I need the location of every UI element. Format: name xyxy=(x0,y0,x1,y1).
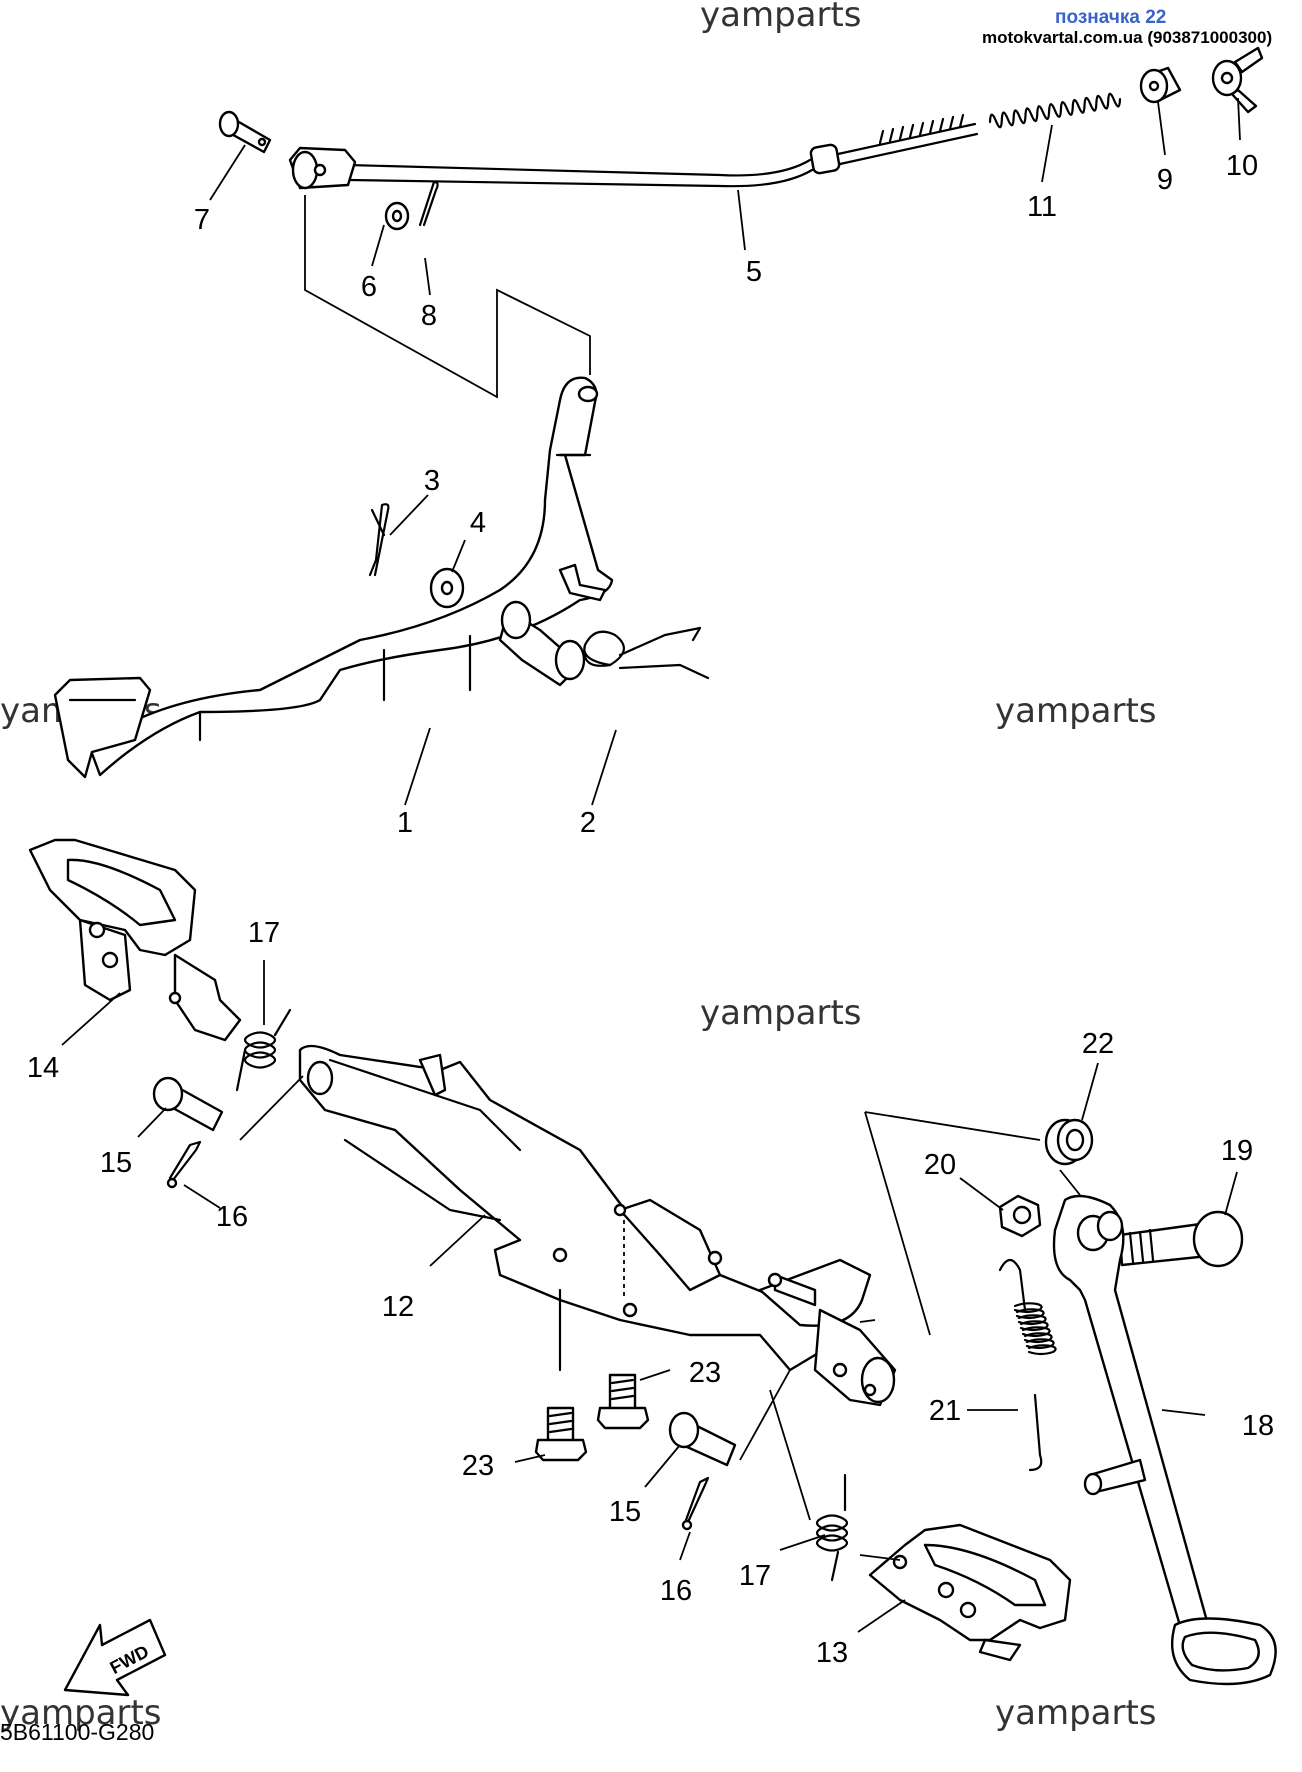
watermark: yamparts xyxy=(0,1693,162,1733)
footrest-bracket xyxy=(298,1044,872,1372)
pivot-collar xyxy=(498,600,586,687)
footpeg-left xyxy=(28,838,242,1042)
callout-number: 6 xyxy=(361,271,377,303)
washer xyxy=(384,201,410,231)
bolt-axis-lines xyxy=(558,1212,625,1372)
callout-number: 11 xyxy=(1027,191,1057,223)
callout-number: 5 xyxy=(746,256,762,288)
callout-number: 22 xyxy=(1082,1028,1114,1060)
peg-pin-right xyxy=(668,1411,737,1467)
callout-number: 15 xyxy=(100,1147,132,1179)
callout-number: 8 xyxy=(421,300,437,332)
diagram-code: 5B61100-G280 xyxy=(0,1719,154,1745)
callout-number: 23 xyxy=(689,1357,721,1389)
callout-number: 20 xyxy=(924,1149,956,1181)
cotter-pin-right xyxy=(681,1476,710,1531)
fwd-arrow-icon: FWD xyxy=(63,1618,167,1697)
hex-nut xyxy=(998,1194,1042,1238)
callout-number: 19 xyxy=(1221,1135,1253,1167)
callout-number: 17 xyxy=(739,1560,771,1592)
flange-bolt xyxy=(596,1373,650,1430)
peg-pin-left xyxy=(152,1076,224,1132)
callout-number: 12 xyxy=(382,1291,414,1323)
cotter-pin xyxy=(368,503,390,577)
callout-number: 10 xyxy=(1226,150,1258,182)
wing-nut xyxy=(1211,46,1264,114)
peg-spring-left xyxy=(235,1008,292,1092)
pedal-stop-tab xyxy=(558,563,607,602)
adjuster-nut xyxy=(1139,66,1182,104)
callout-number: 23 xyxy=(462,1450,494,1482)
callout-number: 21 xyxy=(929,1395,961,1427)
callout-number: 1 xyxy=(397,807,413,839)
cable-spring xyxy=(988,92,1122,129)
brake-pedal xyxy=(88,376,614,777)
callout-numbers: 1 2 3 4 5 6 7 8 9 10 11 12 13 14 15 15 1… xyxy=(27,150,1274,1669)
callout-number: 4 xyxy=(470,507,486,539)
pedal-tip xyxy=(53,676,152,779)
cotter-pin-left xyxy=(166,1140,202,1189)
brake-cable xyxy=(346,113,979,188)
callout-number: 13 xyxy=(816,1637,848,1669)
diagram-title: позначка 22 xyxy=(1055,7,1166,28)
watermark: yamparts xyxy=(995,1693,1157,1733)
watermark: yamparts xyxy=(700,0,862,35)
callout-number: 3 xyxy=(424,465,440,497)
watermark: yamparts xyxy=(700,993,862,1033)
callout-leaders xyxy=(61,97,1241,1633)
watermark: yamparts xyxy=(995,691,1157,731)
return-spring xyxy=(583,626,710,680)
sidestand xyxy=(1052,1194,1277,1686)
cable-thread xyxy=(878,113,965,145)
assembly-guide-lines xyxy=(239,1075,1081,1561)
callout-number: 14 xyxy=(27,1052,59,1084)
flange-bolt xyxy=(534,1406,588,1462)
clevis-pin xyxy=(218,110,272,154)
peg-spring-right xyxy=(815,1473,849,1582)
source-caption: motokvartal.com.ua (903871000300) xyxy=(982,28,1272,47)
callout-number: 7 xyxy=(194,204,210,236)
callout-number: 2 xyxy=(580,807,596,839)
callout-number: 17 xyxy=(248,917,280,949)
stand-collar xyxy=(1044,1118,1094,1166)
callout-number: 16 xyxy=(660,1575,692,1607)
callout-number: 18 xyxy=(1242,1410,1274,1442)
stand-spring xyxy=(998,1258,1057,1472)
pivot-bolt xyxy=(1118,1210,1244,1268)
bracket-pivot-boss xyxy=(813,1308,897,1407)
assembly-guide-lines xyxy=(304,195,591,399)
footpeg-right xyxy=(868,1523,1072,1662)
callout-number: 9 xyxy=(1157,164,1173,196)
washer xyxy=(429,567,465,609)
callout-number: 16 xyxy=(216,1201,248,1233)
cable-clevis xyxy=(288,146,357,190)
callout-number: 15 xyxy=(609,1496,641,1528)
cotter-pin xyxy=(418,180,439,227)
